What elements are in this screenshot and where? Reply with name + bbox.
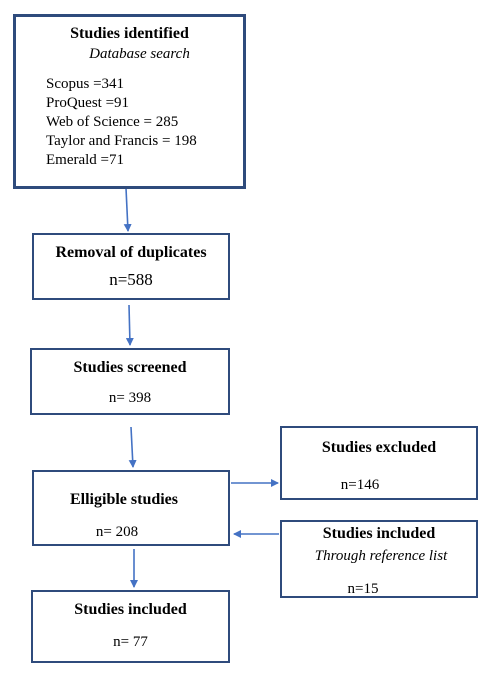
- removal-of-duplicates-title: Removal of duplicates: [55, 244, 207, 261]
- source-emerald: Emerald =71: [46, 152, 125, 168]
- studies-excluded-count: n=146: [340, 477, 380, 493]
- source-web-of-science: Web of Science = 285: [46, 114, 179, 130]
- studies-excluded-title: Studies excluded: [321, 439, 437, 456]
- arrow-identified-to-duplicates: [123, 187, 132, 232]
- studies-screened-box: Studies screened n= 398: [30, 348, 230, 415]
- studies-identified-title: Studies identified: [70, 25, 189, 42]
- studies-identified-subtitle: Database search: [89, 46, 190, 62]
- studies-excluded-box: Studies excluded n=146: [280, 426, 478, 500]
- source-proquest: ProQuest =91: [46, 95, 130, 111]
- source-scopus: Scopus =341: [46, 76, 125, 92]
- reference-list-studies-subtitle: Through reference list: [314, 548, 448, 564]
- reference-list-studies-box: Studies included Through reference list …: [280, 520, 478, 598]
- reference-list-studies-title: Studies included: [322, 525, 436, 542]
- studies-included-title: Studies included: [74, 601, 187, 618]
- arrow-screened-to-eligible: [128, 426, 137, 468]
- eligible-studies-title: Elligible studies: [69, 491, 179, 508]
- database-source-list: Scopus =341 ProQuest =91 Web of Science …: [46, 75, 197, 170]
- eligible-studies-count: n= 208: [95, 524, 139, 540]
- eligible-studies-box: Elligible studies n= 208: [32, 470, 230, 546]
- studies-screened-count: n= 398: [108, 390, 152, 406]
- source-taylor-and-francis: Taylor and Francis = 198: [46, 133, 197, 149]
- removal-of-duplicates-count: n=588: [109, 270, 153, 289]
- studies-included-count: n= 77: [113, 634, 148, 650]
- studies-screened-title: Studies screened: [73, 359, 187, 376]
- removal-of-duplicates-box: Removal of duplicates n=588: [32, 233, 230, 300]
- studies-identified-box: Studies identified Database search Scopu…: [13, 14, 246, 189]
- arrow-duplicates-to-screened: [125, 304, 134, 346]
- reference-list-studies-count: n=15: [347, 581, 379, 597]
- studies-included-box: Studies included n= 77: [31, 590, 230, 663]
